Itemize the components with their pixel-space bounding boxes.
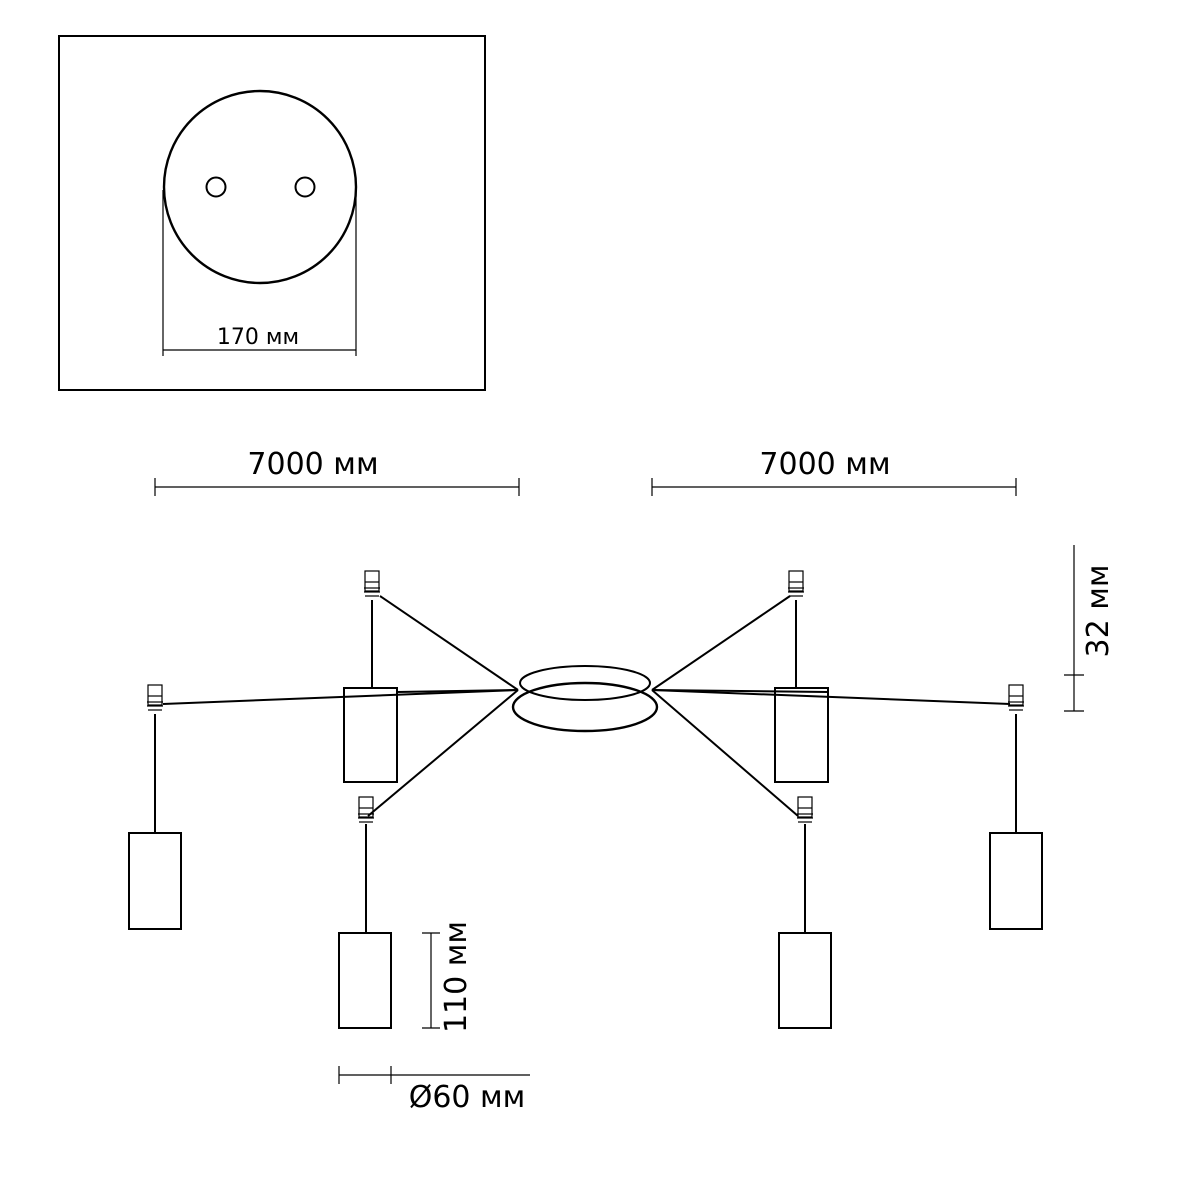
canopy-height-dimension: 32 мм: [1064, 545, 1116, 712]
shade-height-label: 110 мм: [439, 921, 474, 1033]
shade-top-right: [774, 687, 829, 783]
left-span-label: 7000 мм: [247, 447, 378, 482]
canopy-diameter-label: 170 мм: [217, 325, 299, 350]
canopy-height-label: 32 мм: [1081, 565, 1116, 658]
inset-frame: [58, 35, 486, 391]
hook-lower-left: [358, 796, 374, 823]
left-span-dimension: 7000 мм: [154, 447, 520, 496]
drop-cables: [154, 600, 1017, 933]
ceiling-hooks: [147, 570, 1024, 823]
lamp-shades: [128, 687, 1043, 1029]
canopy-top-rim: [519, 665, 651, 701]
hook-lower-right: [797, 796, 813, 823]
shade-far-right: [989, 832, 1043, 930]
canopy-base: [511, 681, 659, 733]
shade-height-dimension: 110 мм: [422, 921, 474, 1033]
cable-to-hook-far-left: [162, 689, 519, 705]
cable-to-hook-top-left: [379, 595, 519, 691]
canopy-plate: [162, 89, 358, 285]
hook-far-left: [147, 684, 163, 711]
shade-top-left: [343, 687, 398, 783]
cable-over-shade-right: [651, 689, 829, 693]
right-span-label: 7000 мм: [759, 447, 890, 482]
right-span-dimension: 7000 мм: [651, 447, 1017, 496]
shade-far-left: [128, 832, 182, 930]
mounting-hole-right: [294, 176, 316, 198]
shade-lower-left: [338, 932, 392, 1029]
cable-over-shade-left: [396, 689, 519, 693]
shade-lower-right: [778, 932, 832, 1029]
shade-diameter-label: Ø60 мм: [409, 1080, 526, 1115]
canopy-top-view-inset: 170 мм: [58, 35, 486, 391]
shade-diameter-dimension: Ø60 мм: [338, 1066, 530, 1115]
cable-to-hook-lower-left: [367, 689, 519, 817]
mounting-hole-left: [205, 176, 227, 198]
cable-to-hook-lower-right: [651, 689, 799, 817]
cable-to-hook-top-right: [651, 595, 791, 691]
hook-far-right: [1008, 684, 1024, 711]
hook-top-right: [788, 570, 804, 597]
cable-to-hook-far-right: [651, 689, 1011, 705]
hook-top-left: [364, 570, 380, 597]
suspension-cables: [162, 595, 1011, 817]
central-canopy: [511, 665, 659, 733]
